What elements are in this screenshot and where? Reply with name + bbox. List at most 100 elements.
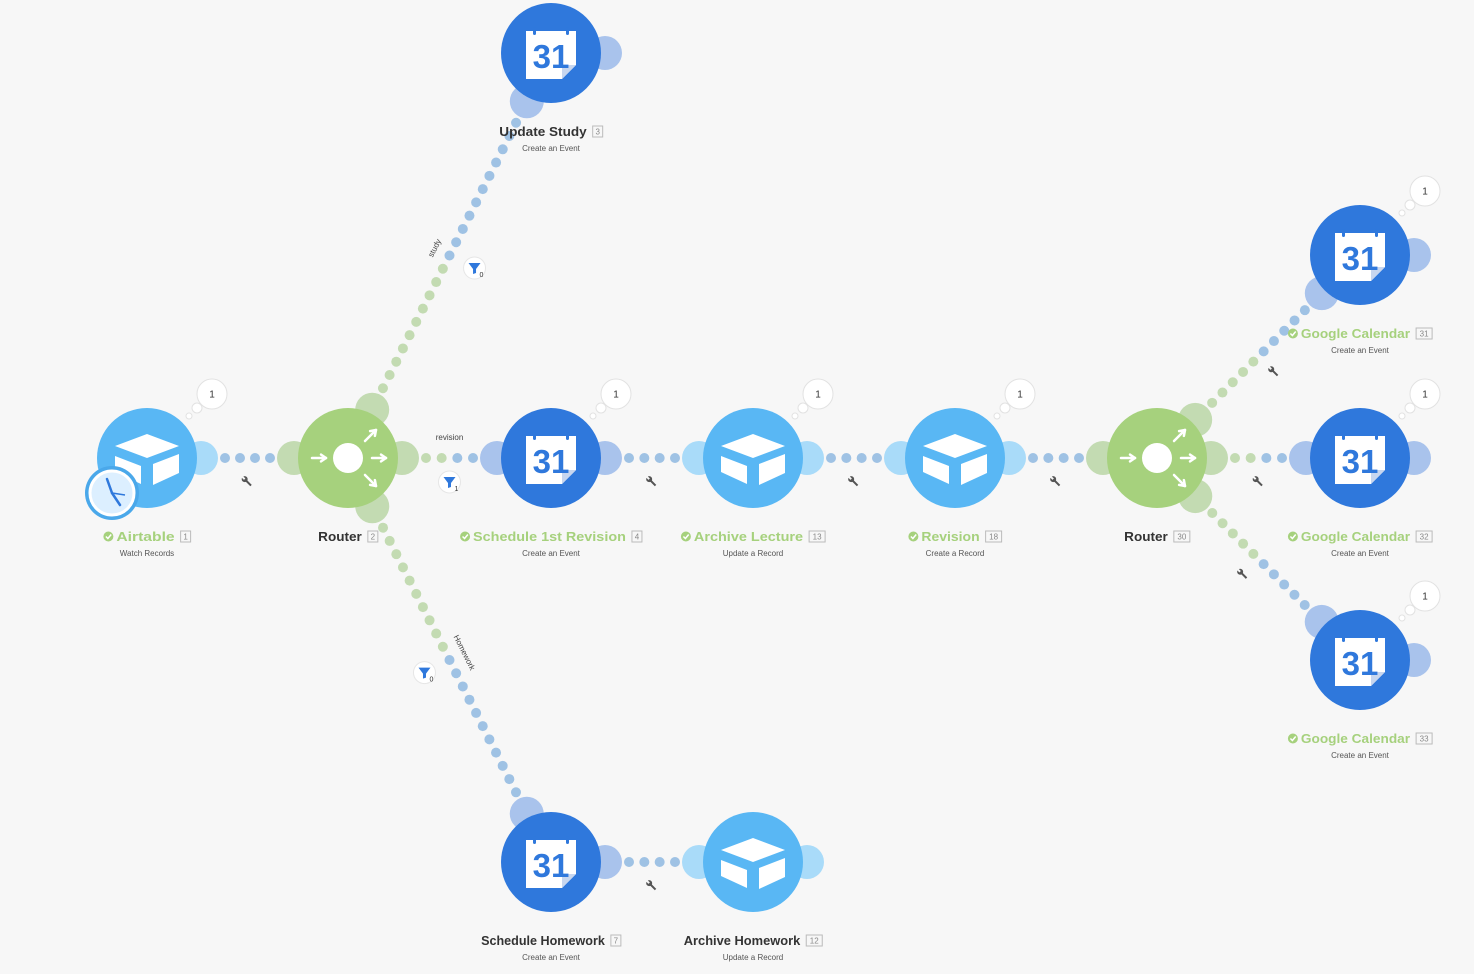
operations-bubble[interactable]: [196, 378, 228, 410]
calendar-ring: [566, 27, 569, 35]
wrench-icon[interactable]: [1236, 567, 1249, 580]
calendar-ring: [533, 432, 536, 440]
module-title[interactable]: Revision: [921, 529, 979, 544]
link-dot: [424, 290, 435, 301]
operations-bubble[interactable]: [600, 378, 632, 410]
route-airtable-to-router1[interactable]: [220, 453, 275, 488]
module-subtitle: Create a Record: [926, 549, 985, 558]
route-router2-to-gcal-32[interactable]: [1230, 453, 1287, 488]
wrench-icon[interactable]: [645, 879, 658, 892]
calendar-icon: 31: [526, 836, 576, 888]
filter-icon: [418, 667, 431, 679]
link-dot: [639, 453, 650, 463]
operations-bubble[interactable]: [1409, 378, 1441, 410]
calendar-icon: 31: [526, 27, 576, 79]
module-title[interactable]: Google Calendar: [1301, 529, 1410, 544]
module-title[interactable]: Archive Lecture: [694, 529, 803, 544]
link-dot: [437, 263, 448, 274]
operations-bubble[interactable]: [802, 378, 834, 410]
module-id: 13: [813, 533, 822, 542]
operations-bubble[interactable]: [1004, 378, 1036, 410]
router-arrow: [1172, 473, 1187, 488]
check-circle-icon: [680, 531, 691, 542]
calendar-day: 31: [533, 443, 570, 480]
module-id-box: [808, 530, 826, 543]
calendar-day: 31: [1342, 443, 1379, 480]
operations-bubble[interactable]: [1409, 175, 1441, 207]
airtable-box-icon: [115, 434, 179, 485]
module-title[interactable]: Google Calendar: [1301, 731, 1410, 746]
link-dot: [511, 117, 522, 128]
link-dot: [411, 588, 422, 599]
airtable-box-icon: [721, 838, 785, 889]
link-dot: [391, 549, 402, 560]
router-arrow: [363, 428, 378, 443]
clock-icon[interactable]: [85, 466, 139, 520]
bubble-tail: [1398, 412, 1406, 420]
link-dot: [510, 787, 521, 798]
module-title[interactable]: Schedule 1st Revision: [473, 529, 626, 544]
link-dot: [1074, 453, 1084, 463]
calendar-ring: [533, 27, 536, 35]
wrench-icon[interactable]: [1251, 475, 1264, 488]
module-title[interactable]: Router: [1124, 529, 1168, 544]
wrench-icon[interactable]: [645, 475, 658, 488]
link-dot: [471, 707, 482, 718]
operations-bubble[interactable]: [1409, 580, 1441, 612]
router-arrow: [363, 473, 378, 488]
bubble-tail: [595, 402, 607, 414]
route-revision-to-router2[interactable]: [1028, 453, 1084, 488]
box-top: [923, 434, 987, 458]
module-subtitle: Create an Event: [522, 549, 581, 558]
route-archive-lecture-to-revision[interactable]: [826, 453, 882, 488]
link-dot: [484, 170, 495, 181]
module-title[interactable]: Archive Homework: [684, 933, 801, 948]
module-title[interactable]: Google Calendar: [1301, 326, 1410, 341]
link-dot: [654, 453, 665, 463]
module-title[interactable]: Router: [318, 529, 362, 544]
route-schedule-revision-to-archive-lecture[interactable]: [624, 453, 680, 488]
module-title[interactable]: Update Study: [499, 124, 587, 139]
calendar-day: 31: [1342, 240, 1379, 277]
link-dot: [397, 562, 408, 573]
route-filter[interactable]: 0: [412, 661, 436, 685]
module-title[interactable]: Airtable: [116, 529, 174, 544]
link-dot: [451, 237, 462, 248]
module-id-box: [610, 934, 622, 947]
module-id-box: [180, 530, 192, 543]
router-arrow: [1172, 428, 1187, 443]
route-schedule-homework-to-archive-homework[interactable]: [624, 857, 680, 892]
link-dot: [464, 210, 475, 221]
module-title[interactable]: Schedule Homework: [481, 933, 605, 948]
link-dot: [1227, 528, 1238, 539]
wrench-icon[interactable]: [1049, 475, 1062, 488]
bubble-tail: [185, 412, 193, 420]
wrench-icon[interactable]: [1267, 365, 1280, 378]
bubble-tail: [993, 412, 1001, 420]
wrench-icon[interactable]: [847, 475, 860, 488]
calendar-day: 31: [533, 847, 570, 884]
route-router2-to-gcal-31[interactable]: [1207, 305, 1310, 408]
route-filter[interactable]: 0: [463, 256, 487, 280]
route-filter[interactable]: 1: [438, 470, 461, 494]
module-id-box: [805, 934, 823, 947]
wrench-icon[interactable]: [240, 475, 253, 488]
link-dot: [1268, 336, 1279, 347]
route-router2-to-gcal-33[interactable]: [1207, 508, 1310, 610]
